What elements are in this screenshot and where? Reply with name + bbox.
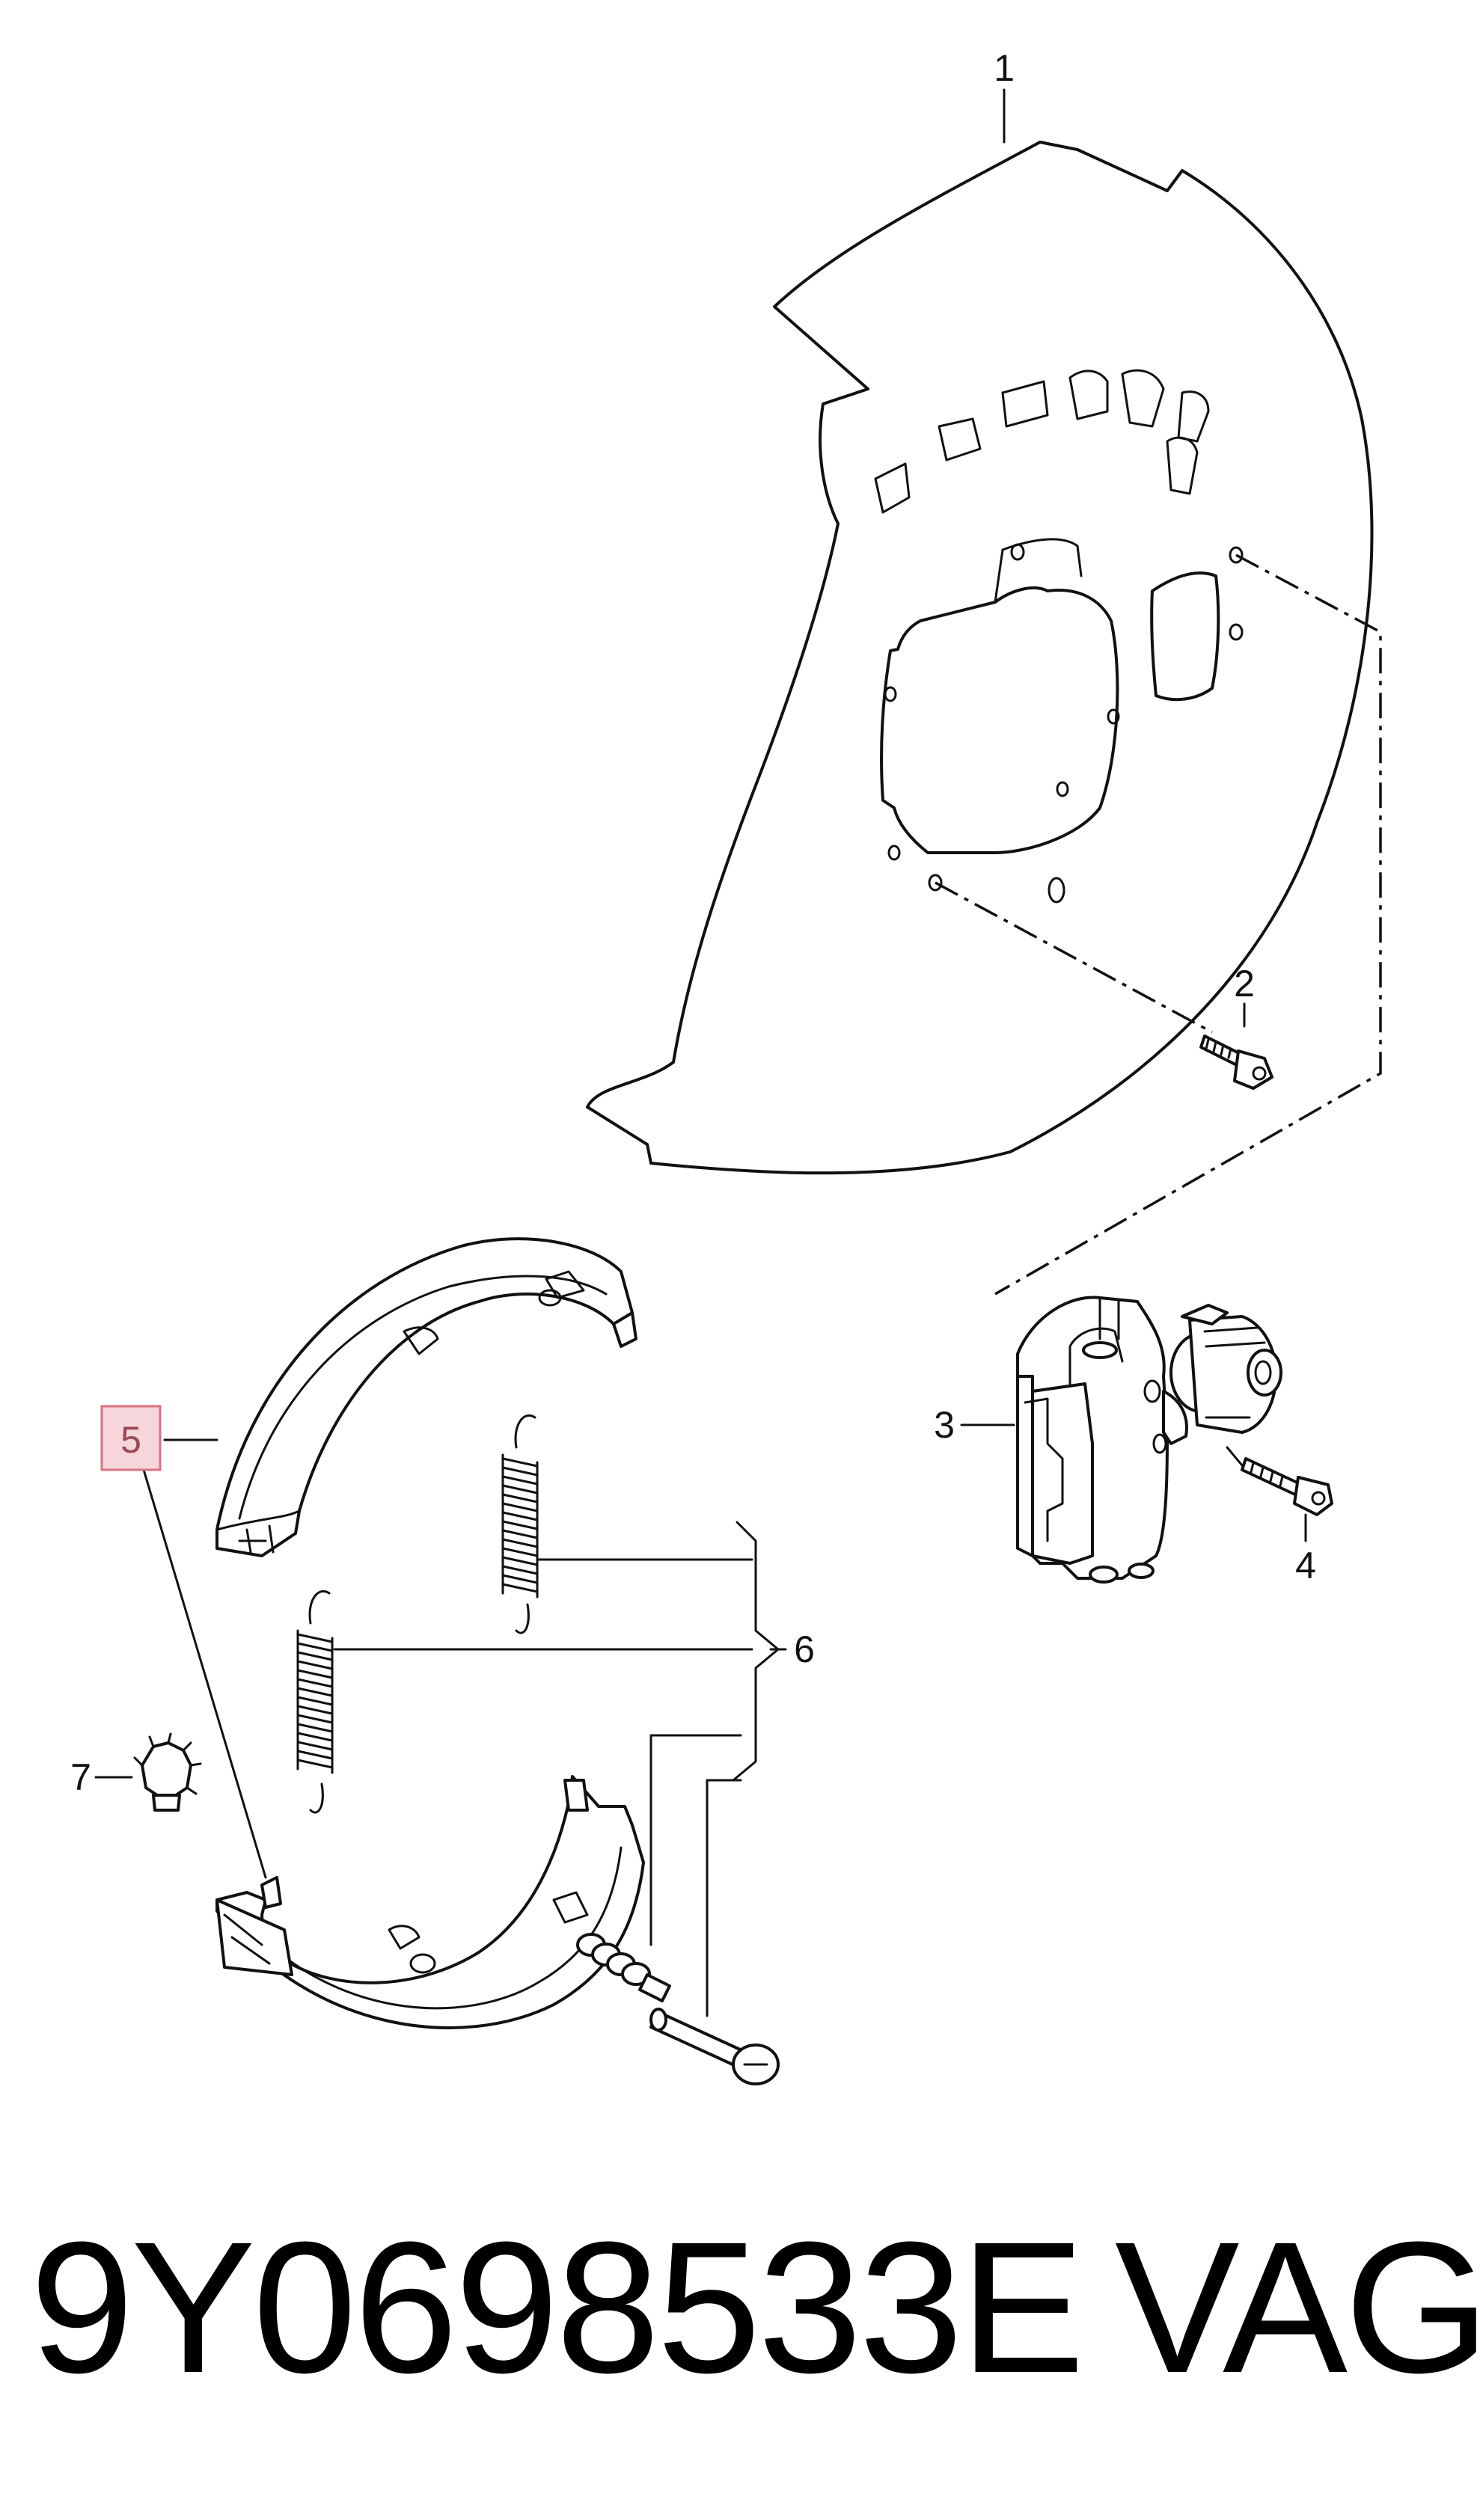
spring-lower <box>296 1590 334 1814</box>
actuator-motor <box>1016 1296 1282 1584</box>
callout-4[interactable]: 4 <box>1295 1545 1316 1587</box>
brake-shoe-upper <box>215 1237 637 1557</box>
assembly-lines <box>935 554 1382 1296</box>
leader-line-5b <box>142 1468 267 1879</box>
backing-plate <box>586 141 1374 1175</box>
hold-down-pin <box>649 2008 780 2085</box>
bolt-actuator <box>1226 1446 1333 1542</box>
brake-shoe-lower <box>215 1775 645 2029</box>
brand-name: VAG <box>1115 2203 1480 2412</box>
callout-3[interactable]: 3 <box>934 1404 955 1446</box>
parts-diagram: 1 2 3 4 5 6 7 <box>70 47 1382 2085</box>
callout-7[interactable]: 7 <box>70 1756 91 1798</box>
bolt-top <box>1199 1002 1273 1090</box>
adjuster-gear <box>133 1732 202 1812</box>
highlight-box <box>100 1405 162 1471</box>
callout-6[interactable]: 6 <box>794 1628 815 1670</box>
callout-1[interactable]: 1 <box>994 47 1015 89</box>
callout-5[interactable]: 5 <box>120 1419 141 1461</box>
callout-2[interactable]: 2 <box>1234 963 1255 1005</box>
spring-upper <box>501 1414 539 1634</box>
part-number: 9Y0698533E <box>30 2203 1085 2412</box>
hold-down-spring <box>576 1933 671 2002</box>
